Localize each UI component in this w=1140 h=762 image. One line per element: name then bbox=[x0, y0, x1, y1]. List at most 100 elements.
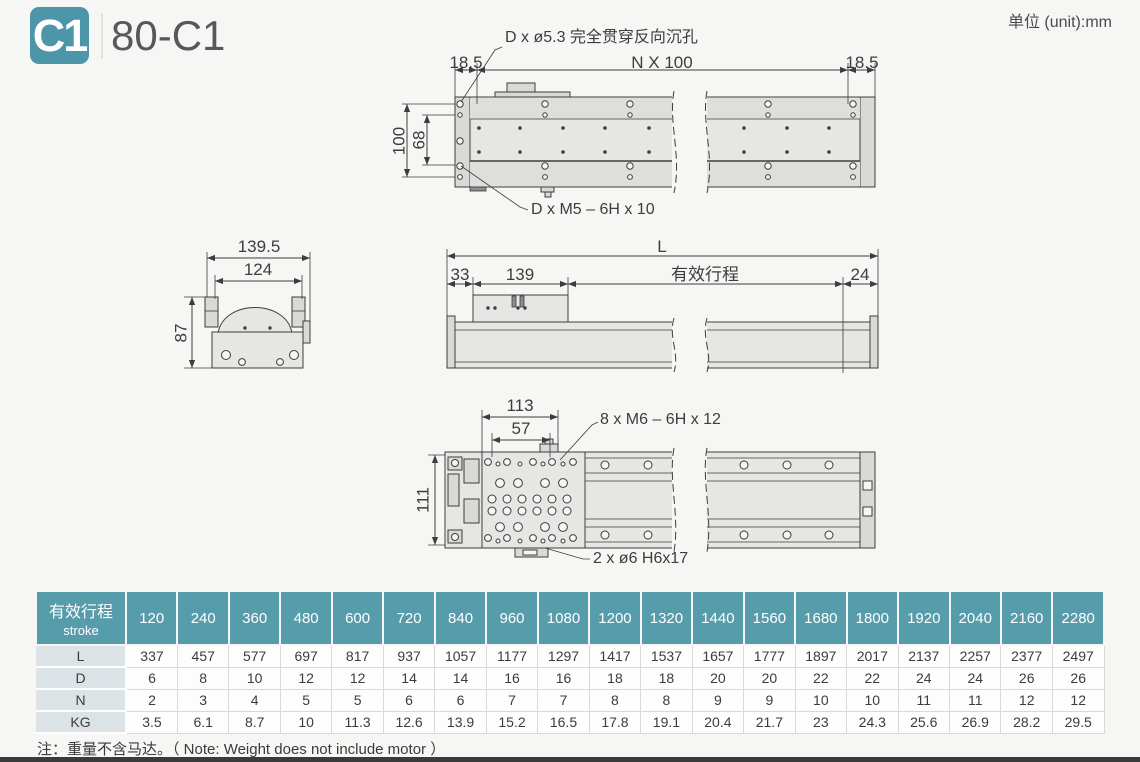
spec-value-cell: 14 bbox=[382, 666, 436, 690]
spec-value-cell: 26 bbox=[1000, 666, 1053, 690]
stroke-column-header: 1680 bbox=[794, 590, 848, 646]
stroke-column-header: 960 bbox=[485, 590, 539, 646]
side-dimensions bbox=[446, 249, 879, 373]
spec-value-cell: 2377 bbox=[1000, 644, 1053, 668]
page-title: 80-C1 bbox=[101, 12, 225, 60]
side-view-drawing: L 33 139 有效行程 24 bbox=[425, 238, 890, 383]
spec-value-cell: 24.3 bbox=[846, 710, 899, 734]
top-view-dimensions bbox=[402, 46, 876, 211]
dim-body-width: 100 bbox=[389, 126, 409, 156]
spec-value-cell: 7 bbox=[485, 688, 539, 712]
spec-value-cell: 29.5 bbox=[1051, 710, 1105, 734]
stroke-column-header: 1800 bbox=[845, 590, 900, 646]
spec-value-cell: 20 bbox=[691, 666, 745, 690]
stroke-column-header: 720 bbox=[382, 590, 436, 646]
dim-section-outer: 139.5 bbox=[237, 237, 281, 256]
stroke-column-header: 1080 bbox=[536, 590, 591, 646]
spec-value-cell: 20 bbox=[743, 666, 796, 690]
spec-value-cell: 18 bbox=[640, 666, 693, 690]
spec-value-cell: 1897 bbox=[794, 644, 848, 668]
spec-value-cell: 22 bbox=[794, 666, 848, 690]
spec-value-cell: 817 bbox=[331, 644, 384, 668]
dim-carriage-length: 139 bbox=[505, 265, 535, 284]
spec-value-cell: 337 bbox=[125, 644, 178, 668]
stroke-column-header: 1320 bbox=[639, 590, 694, 646]
spec-value-cell: 8.7 bbox=[228, 710, 281, 734]
top-view-drawing: D x ø5.3 完全贯穿反向沉孔 18.5 N X 100 18.5 100 … bbox=[390, 25, 885, 230]
spec-value-cell: 1777 bbox=[743, 644, 796, 668]
spec-value-cell: 1657 bbox=[691, 644, 745, 668]
stroke-column-header: 120 bbox=[124, 590, 179, 646]
spec-value-cell: 2 bbox=[125, 688, 178, 712]
spec-value-cell: 12 bbox=[1000, 688, 1053, 712]
footnote: 注：重量不含马达。（ Note: Weight does not include… bbox=[37, 741, 446, 758]
spec-value-cell: 16.5 bbox=[537, 710, 590, 734]
spec-value-cell: 25.6 bbox=[897, 710, 951, 734]
spec-value-cell: 4 bbox=[228, 688, 281, 712]
table-corner-header: 有效行程 stroke bbox=[35, 590, 127, 646]
dim-effective-stroke: 有效行程 bbox=[671, 265, 739, 284]
unit-note: 单位 (unit):mm bbox=[1007, 14, 1112, 31]
spec-value-cell: 697 bbox=[279, 644, 333, 668]
spec-value-cell: 6 bbox=[434, 688, 487, 712]
side-body bbox=[446, 294, 879, 373]
dim-right-end: 24 bbox=[850, 265, 870, 284]
row-label: N bbox=[36, 688, 127, 712]
spec-value-cell: 16 bbox=[537, 666, 590, 690]
spec-value-cell: 26 bbox=[1051, 666, 1105, 690]
dim-right-margin: 18.5 bbox=[845, 53, 879, 72]
bottom-body bbox=[444, 438, 876, 558]
stroke-column-header: 2040 bbox=[948, 590, 1002, 646]
spec-value-cell: 11 bbox=[948, 688, 1002, 712]
top-view-geometry bbox=[402, 46, 876, 211]
spec-value-cell: 16 bbox=[485, 666, 539, 690]
dim-carriage-inner: 57 bbox=[511, 419, 531, 438]
stroke-header-cn: 有效行程 bbox=[48, 604, 113, 621]
bottom-bar bbox=[0, 757, 1140, 762]
dim-total-length: L bbox=[657, 237, 667, 256]
spec-value-cell: 11.3 bbox=[331, 710, 384, 734]
carriage-thread-callout: 8 x M6 – 6H x 12 bbox=[600, 411, 721, 428]
spec-value-cell: 20.4 bbox=[691, 710, 745, 734]
rail-body bbox=[454, 82, 876, 198]
spec-value-cell: 12 bbox=[279, 666, 333, 690]
counterbore-callout: D x ø5.3 完全贯穿反向沉孔 bbox=[505, 29, 698, 46]
spec-value-cell: 8 bbox=[588, 688, 642, 712]
dim-hole-pitch: N X 100 bbox=[631, 53, 693, 72]
spec-value-cell: 9 bbox=[691, 688, 745, 712]
spec-value-cell: 12 bbox=[1051, 688, 1105, 712]
spec-value-cell: 6 bbox=[125, 666, 178, 690]
stroke-column-header: 2160 bbox=[999, 590, 1054, 646]
stroke-column-header: 1200 bbox=[588, 590, 642, 646]
side-view-geometry bbox=[446, 249, 879, 373]
spec-value-cell: 13.9 bbox=[434, 710, 487, 734]
spec-value-cell: 1417 bbox=[588, 644, 642, 668]
spec-value-cell: 5 bbox=[331, 688, 384, 712]
stroke-column-header: 360 bbox=[227, 590, 282, 646]
stroke-header-en: stroke bbox=[63, 623, 99, 638]
dim-bottom-height: 111 bbox=[413, 487, 433, 513]
spec-value-cell: 10 bbox=[794, 688, 848, 712]
stroke-column-header: 1440 bbox=[691, 590, 745, 646]
section-body bbox=[204, 296, 311, 369]
stroke-column-header: 600 bbox=[330, 590, 385, 646]
spec-value-cell: 2497 bbox=[1051, 644, 1105, 668]
stroke-column-header: 1560 bbox=[742, 590, 797, 646]
spec-value-cell: 1297 bbox=[537, 644, 590, 668]
dim-carriage-outer: 113 bbox=[506, 396, 534, 415]
row-label: KG bbox=[36, 710, 127, 734]
spec-value-cell: 5 bbox=[279, 688, 333, 712]
spec-value-cell: 1057 bbox=[434, 644, 487, 668]
section-dimensions bbox=[184, 252, 311, 369]
spec-value-cell: 2137 bbox=[897, 644, 951, 668]
spec-value-cell: 18 bbox=[588, 666, 642, 690]
stroke-column-header: 1920 bbox=[897, 590, 951, 646]
spec-value-cell: 15.2 bbox=[485, 710, 539, 734]
spec-value-cell: 17.8 bbox=[588, 710, 642, 734]
bottom-dimensions bbox=[428, 410, 599, 560]
spec-value-cell: 28.2 bbox=[1000, 710, 1053, 734]
